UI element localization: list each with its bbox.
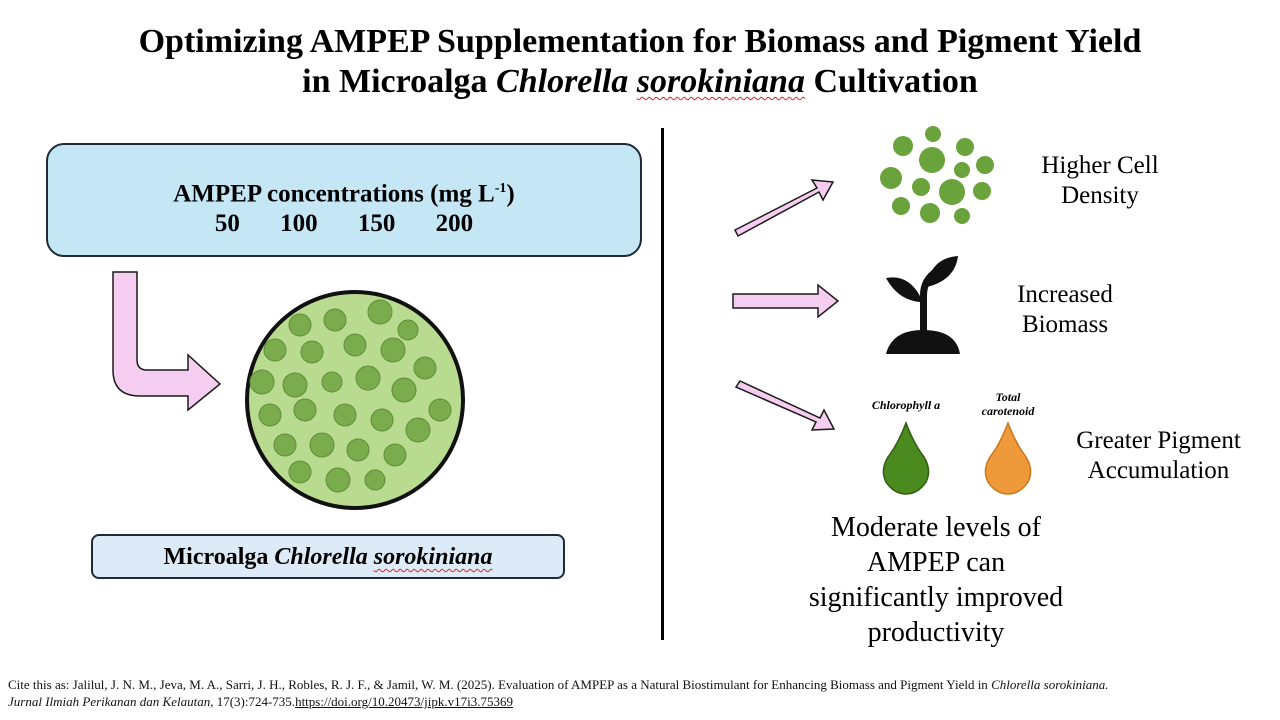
outcome-line: Higher Cell: [1041, 152, 1159, 179]
algae-cell: [321, 371, 343, 393]
chlorophyll-drop-icon: [882, 420, 930, 495]
title-species: sorokiniana: [636, 63, 805, 100]
concentration-label-close: ): [506, 180, 515, 208]
algae-cell: [258, 403, 282, 427]
algae-cell: [380, 337, 406, 363]
algae-cell: [364, 469, 386, 491]
carotenoid-label: Total carotenoid: [968, 390, 1048, 418]
algae-cell: [355, 365, 381, 391]
cell-cluster-icon: [880, 126, 994, 224]
carotenoid-drop-icon: [984, 420, 1032, 495]
arrow-to-biomass: [732, 283, 840, 319]
plant-sprout-icon: [886, 256, 960, 354]
outcome-pigment: Greater Pigment Accumulation: [1056, 426, 1261, 486]
algae-cell: [413, 356, 437, 380]
concentration-values: 50 100 150 200: [48, 210, 640, 238]
outcome-line: Increased: [1017, 281, 1113, 308]
algae-cell: [293, 398, 317, 422]
algae-cell: [288, 313, 312, 337]
algae-cell: [367, 299, 393, 325]
concentration-label-text: AMPEP concentrations (mg L: [173, 180, 495, 208]
concentration-label-sup: -1: [494, 181, 507, 196]
algae-cell: [323, 308, 347, 332]
algae-cell: [397, 319, 419, 341]
algae-cell: [325, 467, 351, 493]
outcome-biomass: Increased Biomass: [985, 280, 1145, 340]
microalgae-micrograph: [245, 290, 465, 510]
concentration-value: 100: [280, 210, 318, 238]
concentration-box: AMPEP concentrations (mg L-1) 50 100 150…: [46, 143, 642, 257]
concentration-value: 50: [214, 210, 240, 238]
algae-cell: [343, 333, 367, 357]
arrow-to-pigment: [734, 380, 836, 431]
species-label-box: Microalga Chlorella sorokiniana: [91, 534, 565, 579]
citation-volume: 17(3):724-735.: [213, 694, 296, 709]
conclusion-line: Moderate levels of: [831, 512, 1041, 543]
conclusion-text: Moderate levels of AMPEP can significant…: [760, 510, 1112, 650]
species-genus: Chlorella: [274, 544, 368, 570]
algae-cell: [428, 398, 452, 422]
algae-cell: [282, 372, 308, 398]
citation-text: Cite this as: Jalilul, J. N. M., Jeva, M…: [8, 677, 992, 692]
title-line-2-suffix: Cultivation: [804, 63, 978, 100]
outcome-cell-density: Higher Cell Density: [1010, 151, 1190, 211]
carotenoid-label-line: carotenoid: [981, 404, 1035, 418]
algae-cell: [370, 408, 394, 432]
algae-cell: [309, 432, 335, 458]
outcome-line: Biomass: [1021, 311, 1109, 338]
outcome-line: Accumulation: [1087, 457, 1230, 484]
algae-cell: [288, 460, 312, 484]
algae-cell: [263, 338, 287, 362]
citation-doi-link[interactable]: https://doi.org/10.20473/jipk.v17i3.7536…: [295, 694, 513, 709]
conclusion-line: significantly improved: [808, 582, 1064, 613]
page-title: Optimizing AMPEP Supplementation for Bio…: [0, 22, 1280, 102]
concentration-value: 200: [435, 210, 474, 238]
title-line-2: in Microalga Chlorella sorokiniana Culti…: [0, 62, 1280, 102]
title-line-1: Optimizing AMPEP Supplementation for Bio…: [138, 23, 1142, 60]
conclusion-line: productivity: [867, 617, 1005, 648]
vertical-divider: [661, 128, 664, 640]
outcome-line: Density: [1061, 182, 1139, 209]
algae-cell: [273, 433, 297, 457]
outcome-line: Greater Pigment: [1076, 427, 1241, 454]
algae-cell: [405, 417, 431, 443]
citation: Cite this as: Jalilul, J. N. M., Jeva, M…: [8, 676, 1278, 710]
bent-arrow: [112, 271, 222, 412]
algae-cell: [383, 443, 407, 467]
algae-cell: [333, 403, 357, 427]
title-genus: Chlorella: [496, 63, 629, 100]
algae-cell: [346, 438, 370, 462]
citation-journal: Jurnal Ilmiah Perikanan dan Kelautan,: [8, 694, 214, 709]
carotenoid-label-line: Total: [995, 390, 1021, 404]
concentration-value: 150: [357, 210, 396, 238]
species-prefix: Microalga: [163, 544, 275, 570]
conclusion-line: AMPEP can: [866, 547, 1006, 578]
title-line-2-prefix: in Microalga: [302, 63, 497, 100]
algae-cell: [249, 369, 275, 395]
citation-species: Chlorella sorokiniana.: [991, 677, 1109, 692]
arrow-to-cell-density: [733, 179, 835, 238]
species-name: sorokiniana: [373, 544, 493, 570]
algae-cell: [391, 377, 417, 403]
chlorophyll-label: Chlorophyll a: [871, 398, 941, 412]
concentration-label: AMPEP concentrations (mg L-1): [48, 175, 640, 208]
algae-cell: [300, 340, 324, 364]
